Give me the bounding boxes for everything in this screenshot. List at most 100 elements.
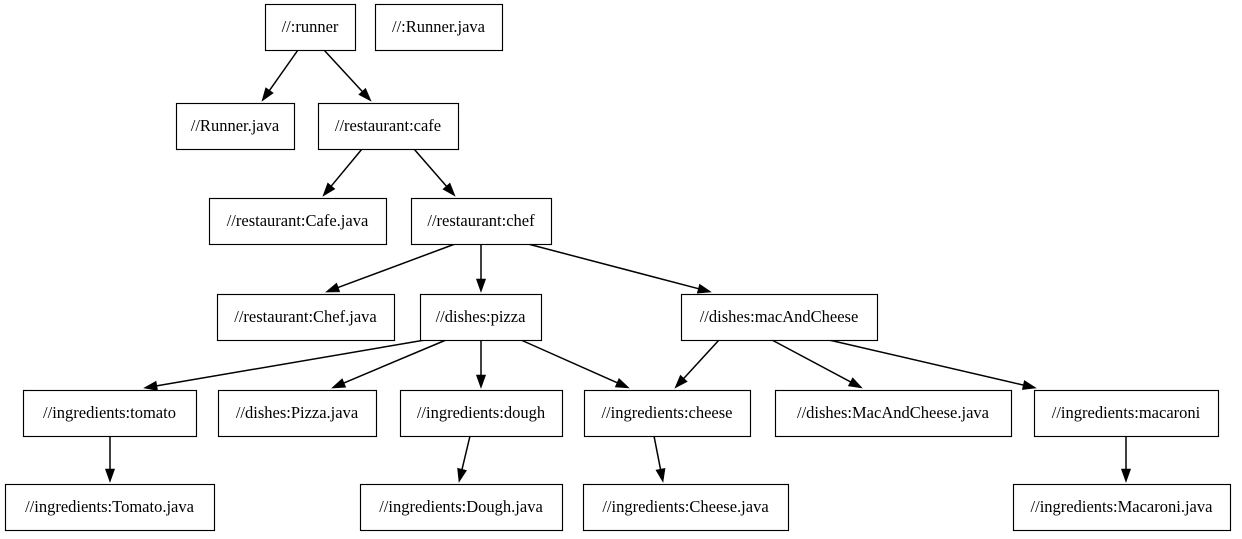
edge-arrowhead-icon <box>696 283 712 294</box>
graph-node-tomato-java[interactable]: //ingredients:Tomato.java <box>4 483 216 532</box>
edge-arrowhead-icon <box>358 87 372 102</box>
node-box[interactable] <box>583 389 752 438</box>
edge-line <box>341 339 447 385</box>
node-label: //ingredients:Tomato.java <box>25 497 195 516</box>
edge-arrowhead-icon <box>475 278 487 293</box>
edge-arrowhead-icon <box>614 378 630 389</box>
edge-arrowhead-icon <box>847 377 863 389</box>
edge-line <box>323 49 365 94</box>
edge-arrowhead-icon <box>674 374 688 389</box>
graph-node-dishes-mac-java[interactable]: //dishes:MacAndCheese.java <box>774 389 1013 438</box>
node-label: //dishes:MacAndCheese.java <box>797 403 990 422</box>
graph-node-restaurant-cafe-java[interactable]: //restaurant:Cafe.java <box>208 197 388 246</box>
edge-line <box>828 339 1026 387</box>
edge-line <box>329 148 363 189</box>
graph-node-dough-java[interactable]: //ingredients:Dough.java <box>359 483 564 532</box>
edge-line <box>653 435 662 472</box>
node-box[interactable] <box>419 293 543 342</box>
graph-node-runner-java-root[interactable]: //:Runner.java <box>374 3 504 52</box>
node-label: //restaurant:Cafe.java <box>227 211 369 230</box>
node-label: //restaurant:chef <box>427 211 535 230</box>
graph-edge <box>413 148 456 197</box>
node-label: //ingredients:macaroni <box>1052 403 1201 422</box>
graph-edge <box>520 339 630 389</box>
node-box[interactable] <box>22 389 198 438</box>
node-label: //Runner.java <box>191 116 280 135</box>
graph-node-dishes-macandcheese[interactable]: //dishes:macAndCheese <box>680 293 879 342</box>
graph-edge <box>104 436 116 483</box>
node-box[interactable] <box>317 102 460 151</box>
node-label: //ingredients:Cheese.java <box>602 497 769 516</box>
node-label: //dishes:macAndCheese <box>700 307 859 326</box>
graph-edge <box>331 339 447 389</box>
graph-node-runner-target[interactable]: //:runner <box>264 3 357 52</box>
node-label: //:Runner.java <box>392 17 486 36</box>
node-label: //ingredients:Dough.java <box>379 497 543 516</box>
graph-edge <box>475 340 487 389</box>
node-box[interactable] <box>774 389 1013 438</box>
node-box[interactable] <box>4 483 216 532</box>
node-box[interactable] <box>264 3 357 52</box>
node-box[interactable] <box>359 483 564 532</box>
graph-node-dishes-pizza[interactable]: //dishes:pizza <box>419 293 543 342</box>
edge-line <box>520 339 620 385</box>
graph-node-ingredients-dough[interactable]: //ingredients:dough <box>399 389 564 438</box>
graph-node-restaurant-chef[interactable]: //restaurant:chef <box>410 197 553 246</box>
edge-line <box>267 49 299 93</box>
node-box[interactable] <box>374 3 504 52</box>
graph-edge <box>323 49 372 102</box>
graph-node-dishes-pizza-java[interactable]: //dishes:Pizza.java <box>217 389 378 438</box>
edge-line <box>460 435 471 472</box>
node-label: //ingredients:Macaroni.java <box>1031 497 1214 516</box>
graph-node-cheese-java[interactable]: //ingredients:Cheese.java <box>582 483 790 532</box>
node-box[interactable] <box>582 483 790 532</box>
edge-arrowhead-icon <box>457 467 467 483</box>
edge-line <box>335 243 456 290</box>
graph-edge <box>475 244 487 293</box>
graph-edge <box>653 435 666 483</box>
node-box[interactable] <box>217 389 378 438</box>
node-label: //:runner <box>282 17 339 36</box>
graph-edge <box>527 243 712 294</box>
graph-edge <box>457 435 471 483</box>
node-label: //ingredients:dough <box>417 403 546 422</box>
graph-node-ingredients-cheese[interactable]: //ingredients:cheese <box>583 389 752 438</box>
node-box[interactable] <box>208 197 388 246</box>
node-label: //restaurant:Chef.java <box>234 307 377 326</box>
node-box[interactable] <box>1033 389 1220 438</box>
node-box[interactable] <box>175 102 296 151</box>
edge-line <box>413 148 449 189</box>
node-box[interactable] <box>680 293 879 342</box>
node-box[interactable] <box>1012 483 1232 532</box>
edge-line <box>527 243 702 291</box>
graph-edge <box>1120 436 1132 483</box>
node-label: //restaurant:cafe <box>335 116 441 135</box>
nodes-layer: //:runner //:Runner.java //Runner.java //re… <box>4 3 1232 532</box>
edge-line <box>154 339 426 387</box>
graph-node-runner-java[interactable]: //Runner.java <box>175 102 296 151</box>
graph-node-ingredients-macaroni[interactable]: //ingredients:macaroni <box>1033 389 1220 438</box>
graph-node-ingredients-tomato[interactable]: //ingredients:tomato <box>22 389 198 438</box>
graph-edge <box>322 148 363 197</box>
node-box[interactable] <box>216 293 396 342</box>
edge-arrowhead-icon <box>331 378 347 389</box>
node-label: //ingredients:tomato <box>43 403 176 422</box>
edge-arrowhead-icon <box>322 182 336 197</box>
edge-arrowhead-icon <box>442 182 456 197</box>
node-box[interactable] <box>399 389 564 438</box>
node-box[interactable] <box>410 197 553 246</box>
edge-line <box>771 339 854 384</box>
node-label: //ingredients:cheese <box>601 403 732 422</box>
node-label: //dishes:Pizza.java <box>236 403 359 422</box>
graph-edge <box>325 243 456 293</box>
graph-edge <box>674 339 720 389</box>
edges-layer <box>104 49 1132 483</box>
edge-arrowhead-icon <box>325 282 341 293</box>
graph-node-restaurant-cafe[interactable]: //restaurant:cafe <box>317 102 460 151</box>
edge-arrowhead-icon <box>143 380 158 391</box>
graph-node-macaroni-java[interactable]: //ingredients:Macaroni.java <box>1012 483 1232 532</box>
graph-node-restaurant-chef-java[interactable]: //restaurant:Chef.java <box>216 293 396 342</box>
edge-line <box>681 339 720 381</box>
